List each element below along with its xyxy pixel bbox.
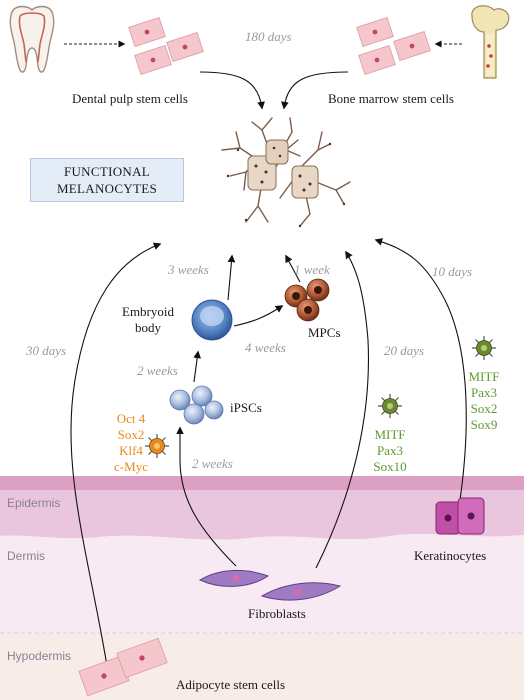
ipsc-cells-illustration [169,385,224,425]
keratinocytes-label: Keratinocytes [414,548,487,563]
orange-virus-icon [145,434,169,458]
adipocyte-label: Adipocyte stem cells [176,677,286,692]
embryoid-body-illustration [191,299,233,341]
factor-mitf: MITF [374,427,406,442]
duration-10-days: 10 days [432,264,473,279]
embryoid-to-mpc-arrow [233,305,284,327]
stratum-corneum-band [0,476,524,490]
duration-2-weeks-fibroblast: 2 weeks [192,456,233,471]
embryoid-line2: body [135,320,161,335]
duration-3-weeks: 3 weeks [168,262,209,277]
factor-sox9-ker: Sox9 [470,417,498,432]
functional-label: FUNCTIONAL [63,164,151,179]
bone-marrow-cells-illustration [356,17,431,75]
duration-20-days: 20 days [384,343,425,358]
dental-pulp-cells-illustration [128,17,204,75]
factor-sox2: Sox2 [117,427,145,442]
green-factors-keratinocyte: MITF Pax3 Sox2 Sox9 [464,369,504,433]
ipscs-label: iPSCs [230,400,262,415]
dental-pulp-label: Dental pulp stem cells [72,91,188,106]
mpcs-label: MPCs [308,325,341,340]
embryoid-body-label: Embryoid body [118,304,178,336]
factor-sox10: Sox10 [373,459,407,474]
functional-melanocytes-box: FUNCTIONAL MELANOCYTES [30,158,184,202]
tooth-icon [9,5,55,73]
factor-pax3-ker: Pax3 [471,385,497,400]
mpc-to-melanocyte-arrow [285,254,301,283]
factor-klf4: Klf4 [119,443,143,458]
duration-180-days: 180 days [245,29,292,44]
mpc-cells-illustration [284,278,330,322]
melanocytes-illustration [221,117,351,227]
keratinocytes-illustration [435,497,485,535]
green-virus-icon-fibroblast [378,394,402,418]
bone-marrow-label: Bone marrow stem cells [328,91,454,106]
melanocyte-bodies [226,139,346,228]
factor-oct4: Oct 4 [116,411,146,426]
fibroblast-to-melanocyte-arrow [315,250,369,569]
green-virus-icon-keratinocyte [472,336,496,360]
epidermis-layer [0,490,524,540]
dermis-layer [0,534,524,633]
embryoid-line1: Embryoid [122,304,174,319]
ipsc-to-embryoid-arrow [193,350,202,383]
melanocytes-label: MELANOCYTES [56,181,158,196]
bone-to-melanocyte-arrow [281,71,349,110]
fibroblast-to-ipsc-arrow [176,426,237,567]
dental-to-melanocyte-arrow [199,71,265,110]
duration-30-days: 30 days [26,343,67,358]
factor-cmyc: c-Myc [114,459,148,474]
fibroblasts-label: Fibroblasts [248,606,306,621]
bone-icon [471,5,510,79]
skin-layers [0,476,524,700]
duration-2-weeks-ipsc: 2 weeks [137,363,178,378]
embryoid-to-melanocyte-arrow [227,254,236,301]
adipocyte-cells-illustration [78,637,168,697]
keratinocyte-to-melanocyte-arrow [374,238,467,501]
factor-mitf-ker: MITF [468,369,500,384]
factor-pax3: Pax3 [377,443,403,458]
duration-4-weeks: 4 weeks [245,340,286,355]
hypodermis-label: Hypodermis [7,649,72,663]
adipocyte-to-melanocyte-arrow [70,242,162,673]
green-factors-fibroblast: MITF Pax3 Sox10 [370,427,410,475]
fibroblasts-illustration [198,569,342,601]
duration-1-week: 1 week [294,262,330,277]
dermis-label: Dermis [7,549,45,563]
epidermis-label: Epidermis [7,496,61,510]
orange-factors-list: Oct 4 Sox2 Klf4 c-Myc [106,411,156,475]
factor-sox2-ker: Sox2 [470,401,498,416]
